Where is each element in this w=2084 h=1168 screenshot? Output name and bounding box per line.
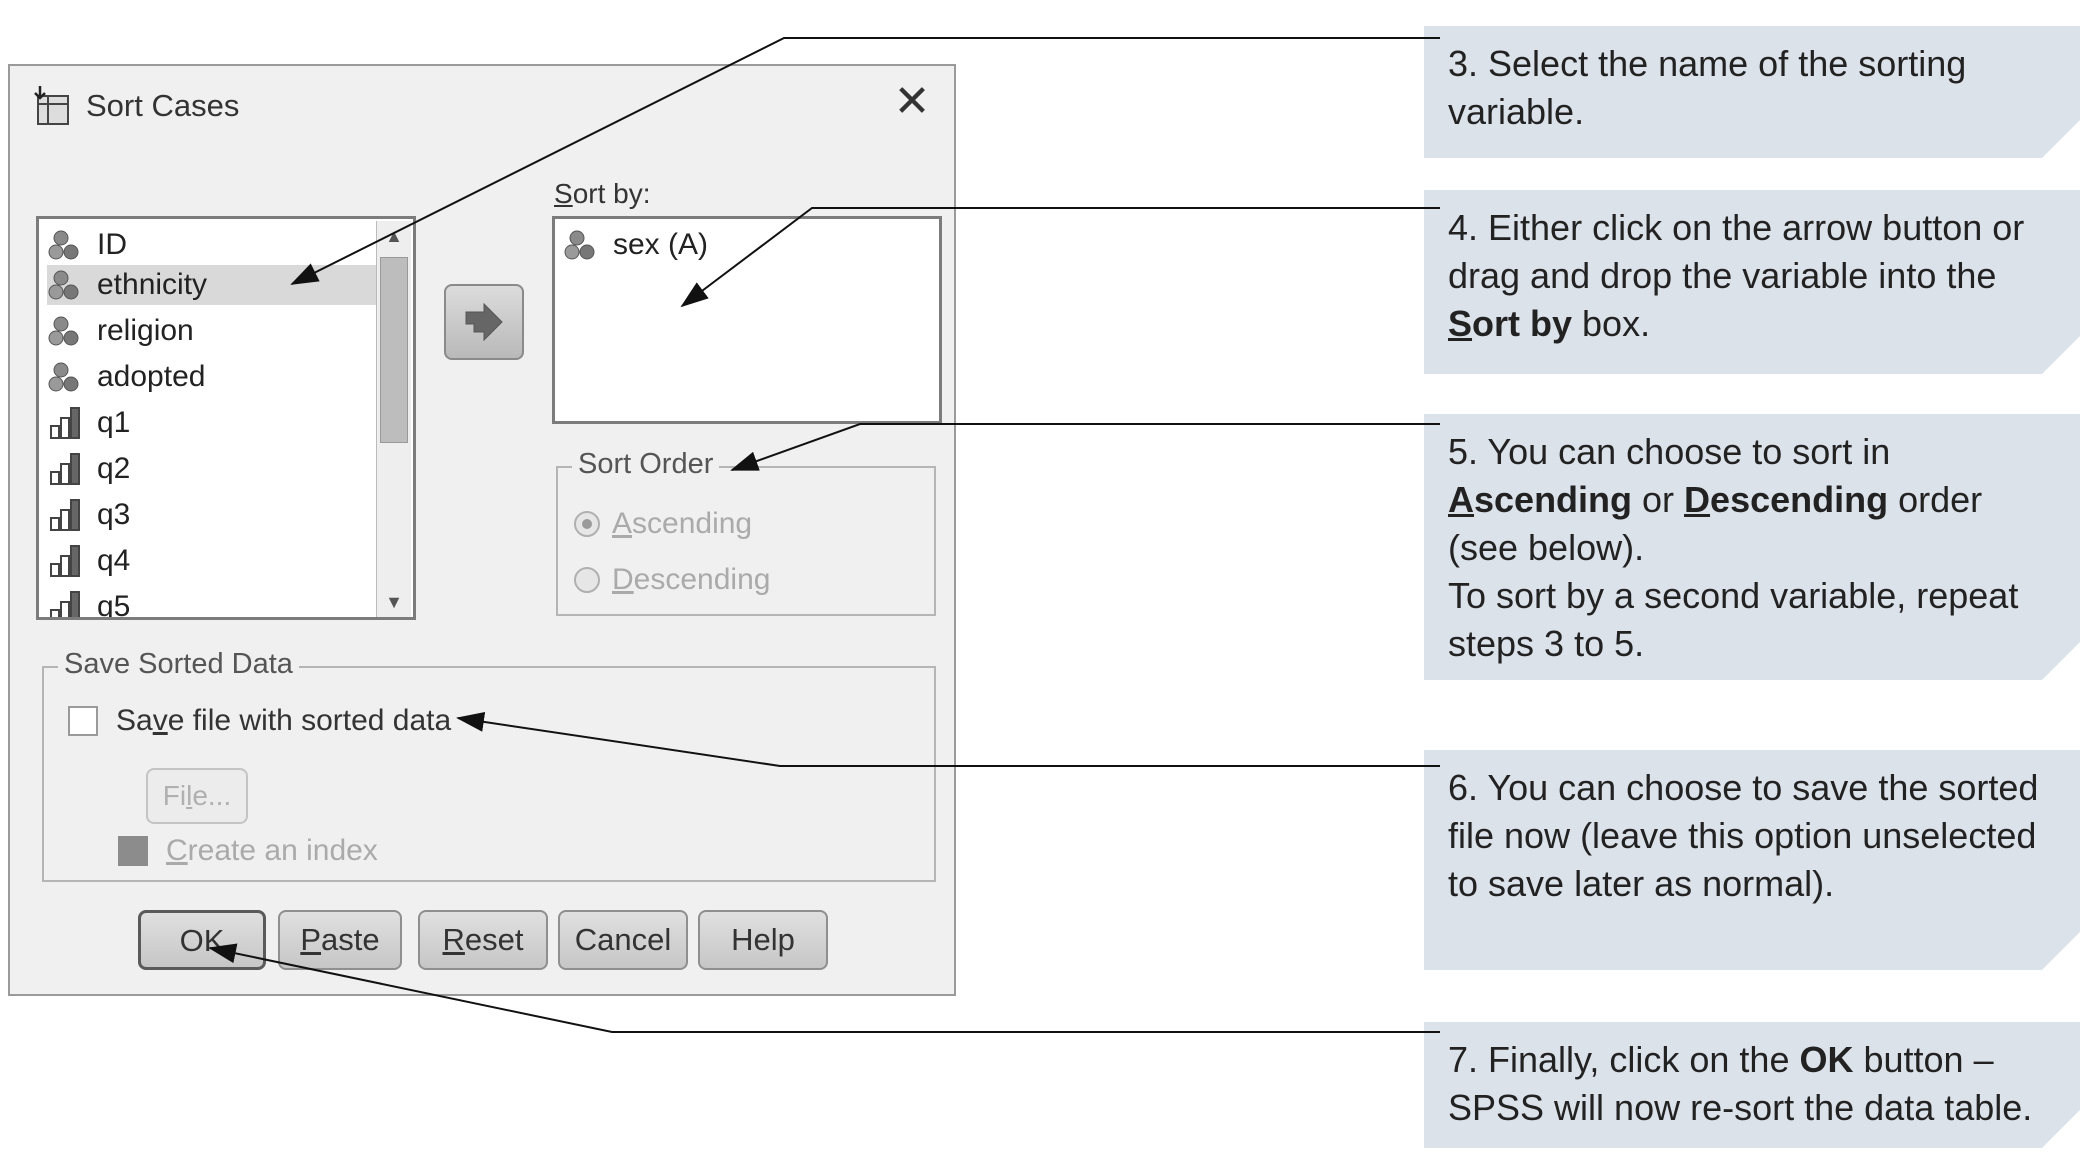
ascending-label: Ascending (612, 507, 753, 540)
variable-name: ethnicity (97, 268, 208, 301)
callout-step-5-text: 5. You can choose to sort in (1448, 431, 1891, 472)
close-icon: ✕ (893, 77, 931, 126)
ok-button[interactable]: OK (138, 910, 266, 970)
callout-step-6-text: 6. You can choose to save the sorted fil… (1448, 767, 2039, 904)
sort-by-label: Sort by: (554, 178, 651, 209)
save-file-label: Save file with sorted data (116, 704, 452, 737)
callout-step-6: 6. You can choose to save the sorted fil… (1424, 750, 2080, 970)
nominal-variable-icon (48, 362, 79, 392)
leader-step-4 (680, 207, 1440, 308)
variable-name: ID (97, 228, 127, 261)
callout-step-7: 7. Finally, click on the OK button – SPS… (1424, 1022, 2080, 1148)
scroll-thumb[interactable] (380, 257, 408, 443)
leader-step-5 (730, 423, 1440, 471)
callout-step-5-note: To sort by a second variable, repeat ste… (1448, 575, 2019, 664)
list-item[interactable]: q1 (47, 403, 377, 443)
variable-list[interactable]: ID ethnicity religion adopted q1 q2 q3 (36, 216, 416, 620)
radio-button[interactable] (574, 511, 600, 537)
scroll-down-icon[interactable]: ▼ (385, 592, 403, 612)
sort-by-variable: sex (A) (613, 228, 709, 261)
list-item[interactable]: q5 (47, 587, 377, 620)
sort-by-item[interactable]: sex (A) (563, 225, 893, 265)
list-item[interactable]: religion (47, 311, 377, 351)
ordinal-variable-icon (50, 545, 80, 577)
callout-step-7-end: button – SPSS will now re-sort the data … (1448, 1039, 2033, 1128)
descending-label: Descending (612, 563, 771, 596)
callout-step-3: 3. Select the name of the sorting variab… (1424, 26, 2080, 158)
callout-step-5-or: or (1632, 479, 1685, 520)
variable-name: religion (97, 314, 194, 347)
sort-order-legend: Sort Order (572, 448, 720, 481)
callout-step-4: 4. Either click on the arrow button or d… (1424, 190, 2080, 374)
list-item[interactable]: q3 (47, 495, 377, 535)
variable-name: q4 (97, 544, 131, 577)
list-scrollbar[interactable]: ▲ ▼ (376, 221, 411, 617)
leader-step-3 (290, 37, 1440, 285)
ascending-emphasis: Ascending (1448, 479, 1633, 520)
variable-name: q5 (97, 590, 131, 620)
ascending-radio[interactable]: Ascending (574, 504, 752, 544)
ok-emphasis: OK (1799, 1039, 1854, 1080)
ordinal-variable-icon (50, 591, 80, 617)
callout-step-7-text: 7. Finally, click on the (1448, 1039, 1800, 1080)
list-item[interactable]: q2 (47, 449, 377, 489)
callout-step-4-text: 4. Either click on the arrow button or d… (1448, 207, 2025, 296)
nominal-variable-icon (48, 270, 79, 300)
variable-name: adopted (97, 360, 206, 393)
save-sorted-legend: Save Sorted Data (58, 648, 299, 681)
ordinal-variable-icon (50, 499, 80, 531)
list-item[interactable]: ID (47, 225, 377, 265)
close-button[interactable]: ✕ (892, 80, 932, 124)
save-file-checkbox[interactable] (68, 706, 98, 736)
cancel-button[interactable]: Cancel (558, 910, 688, 970)
right-arrow-icon (465, 302, 503, 342)
radio-button[interactable] (574, 567, 600, 593)
list-item[interactable]: q4 (47, 541, 377, 581)
paste-button[interactable]: Paste (278, 910, 402, 970)
title-bar: Sort Cases ✕ (10, 66, 954, 146)
callout-step-5-end: order (see below). (1448, 479, 1983, 568)
variable-name: q3 (97, 498, 131, 531)
ordinal-variable-icon (50, 453, 80, 485)
callout-step-4-end: box. (1572, 303, 1651, 344)
create-index-checkbox-row[interactable]: Create an index (118, 834, 378, 868)
help-button[interactable]: Help (698, 910, 828, 970)
nominal-variable-icon (48, 230, 79, 260)
variable-name: q2 (97, 452, 131, 485)
reset-button[interactable]: Reset (418, 910, 548, 970)
ordinal-variable-icon (50, 407, 80, 439)
sort-cases-app-icon (34, 86, 69, 125)
list-item-selected[interactable]: ethnicity (47, 265, 377, 305)
callout-step-3-text: 3. Select the name of the sorting variab… (1448, 43, 1967, 132)
callout-step-5: 5. You can choose to sort in Ascending o… (1424, 414, 2080, 680)
descending-emphasis: Descending (1684, 479, 1889, 520)
sort-by-list[interactable]: sex (A) (552, 216, 942, 424)
save-file-checkbox-row[interactable]: Save file with sorted data (68, 704, 451, 738)
save-sorted-data-group: Save Sorted Data Save file with sorted d… (42, 648, 936, 882)
leader-step-7 (208, 943, 1440, 1033)
list-item[interactable]: adopted (47, 357, 377, 397)
sort-by-emphasis: Sort by (1448, 303, 1573, 344)
sort-order-group: Sort Order Ascending Descending (556, 448, 936, 616)
file-button[interactable]: File... (146, 768, 248, 824)
variable-name: q1 (97, 406, 131, 439)
create-index-checkbox[interactable] (118, 836, 148, 866)
dialog-title: Sort Cases (86, 88, 240, 123)
descending-radio[interactable]: Descending (574, 560, 770, 600)
leader-step-6 (456, 711, 1440, 767)
move-to-sort-by-button[interactable] (444, 284, 524, 360)
nominal-variable-icon (48, 316, 79, 346)
create-index-label: Create an index (166, 834, 378, 867)
nominal-variable-icon (564, 230, 595, 260)
